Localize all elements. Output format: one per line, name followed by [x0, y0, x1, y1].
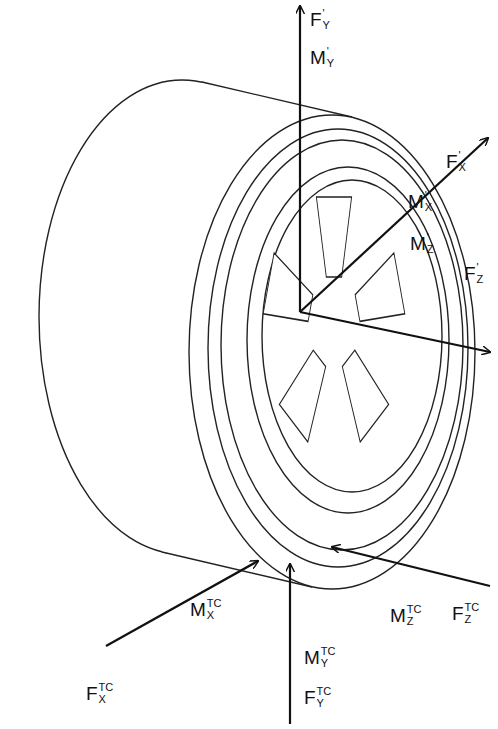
force-moment-label: F'Z	[464, 262, 483, 285]
force-moment-label: M'Y	[310, 46, 334, 69]
force-moment-label: MTCZ	[390, 604, 422, 627]
force-moment-label: MTCX	[190, 598, 222, 621]
force-axes	[106, 6, 490, 724]
force-moment-label: MTCY	[304, 646, 336, 669]
force-moment-label: F'Y	[310, 8, 330, 31]
force-moment-label: F'X	[446, 150, 466, 173]
force-moment-label: FTCZ	[452, 602, 479, 625]
force-moment-label: M'Z	[410, 232, 434, 255]
force-moment-label: FTCY	[304, 686, 331, 709]
force-moment-label: M'X	[408, 190, 432, 213]
force-moment-label: FTCX	[86, 682, 113, 705]
